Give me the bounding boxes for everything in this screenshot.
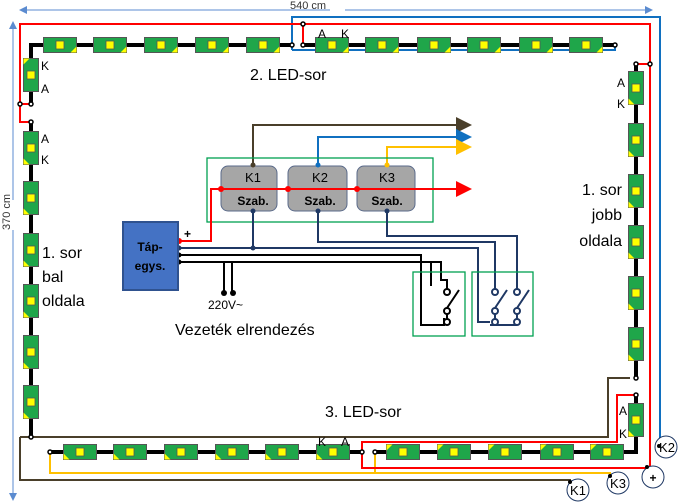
led-top [246,37,280,53]
led-group [23,37,644,460]
svg-text:1. sor: 1. sor [582,182,623,199]
led-right [628,174,644,208]
svg-text:Táp-: Táp- [137,240,162,254]
svg-text:A: A [318,27,326,41]
power-supply-unit: Táp- egys. + [122,221,191,291]
led-right [628,403,644,437]
led-left [23,233,39,267]
led-bottom [63,444,97,460]
led-top [519,37,553,53]
wire-plus [19,23,651,468]
led-bottom [215,444,249,460]
mains-label: 220V~ [208,298,243,312]
svg-text:+: + [649,471,656,485]
svg-text:K: K [619,427,627,441]
led-top [195,37,229,53]
svg-text:A: A [617,76,625,90]
svg-text:egys.: egys. [135,259,166,273]
led-left [23,335,39,369]
terminal-plus: + [641,465,665,489]
svg-text:K3: K3 [610,476,626,491]
led-right [628,276,644,310]
led-left [23,385,39,419]
svg-text:A: A [619,404,627,418]
led-bottom [265,444,299,460]
height-dimension: 370 cm [1,21,17,501]
svg-text:K: K [617,97,625,111]
height-label: 370 cm [1,194,13,230]
terminal-k3: K3 [606,471,630,495]
svg-text:K3: K3 [379,170,395,185]
wire-k1-upper [20,377,630,438]
led-top [569,37,603,53]
led-bottom [164,444,198,460]
led-top [467,37,501,53]
led-left [23,131,39,165]
led-right [628,327,644,361]
switch-wires [179,211,518,326]
led-bottom [540,444,574,460]
svg-text:K1: K1 [245,170,261,185]
led-left [23,284,39,318]
svg-text:K2: K2 [659,440,675,455]
svg-text:K2: K2 [312,170,328,185]
svg-text:K1: K1 [570,483,586,498]
svg-text:K: K [41,59,49,73]
svg-text:Szab.: Szab. [304,194,335,208]
terminal-k1: K1 [566,478,590,502]
led-top [417,37,451,53]
led-top [93,37,127,53]
row1-right-label: 1. sor jobb oldala [579,182,622,250]
svg-text:jobb: jobb [591,207,622,224]
svg-text:1. sor: 1. sor [42,245,83,262]
led-bottom [316,444,350,460]
led-right [628,123,644,157]
led-right [628,225,644,259]
svg-text:oldala: oldala [42,293,85,310]
svg-text:K: K [41,153,49,167]
svg-text:A: A [41,82,49,96]
led-bottom [113,444,147,460]
switch-box-single[interactable] [412,271,466,337]
k2-output-arrow [317,129,472,165]
svg-text:A: A [341,435,349,449]
led-left [23,58,39,92]
row3-label: 3. LED-sor [325,404,402,421]
led-left [23,181,39,215]
led-bottom [488,444,522,460]
junction-dots [17,21,653,455]
led-top [315,37,349,53]
k3-output-arrow [386,139,472,165]
wiring-title: Vezeték elrendezés [175,322,315,339]
row2-label: 2. LED-sor [250,67,327,84]
led-right [628,71,644,105]
svg-text:Szab.: Szab. [371,194,402,208]
led-bottom [590,444,624,460]
switch-box-double[interactable] [471,271,534,337]
svg-text:bal: bal [42,269,63,286]
svg-text:oldala: oldala [579,233,622,250]
plus-bus-arrow [179,181,472,242]
svg-text:Szab.: Szab. [237,194,268,208]
k1-output-arrow [252,117,472,165]
plus-label: + [184,227,191,241]
led-bottom [386,444,420,460]
led-top [365,37,399,53]
led-top [144,37,178,53]
width-label: 540 cm [290,0,326,12]
polarity-labels: K A A K A K A K A K K A [41,27,627,449]
svg-text:K: K [318,435,326,449]
terminal-k2: K2 [654,435,678,459]
led-top [43,37,77,53]
width-dimension: 540 cm [19,0,653,14]
svg-text:K: K [341,27,349,41]
row1-left-label: 1. sor bal oldala [42,245,85,310]
wire-k2 [291,16,661,445]
svg-text:A: A [41,132,49,146]
led-bottom [437,444,471,460]
